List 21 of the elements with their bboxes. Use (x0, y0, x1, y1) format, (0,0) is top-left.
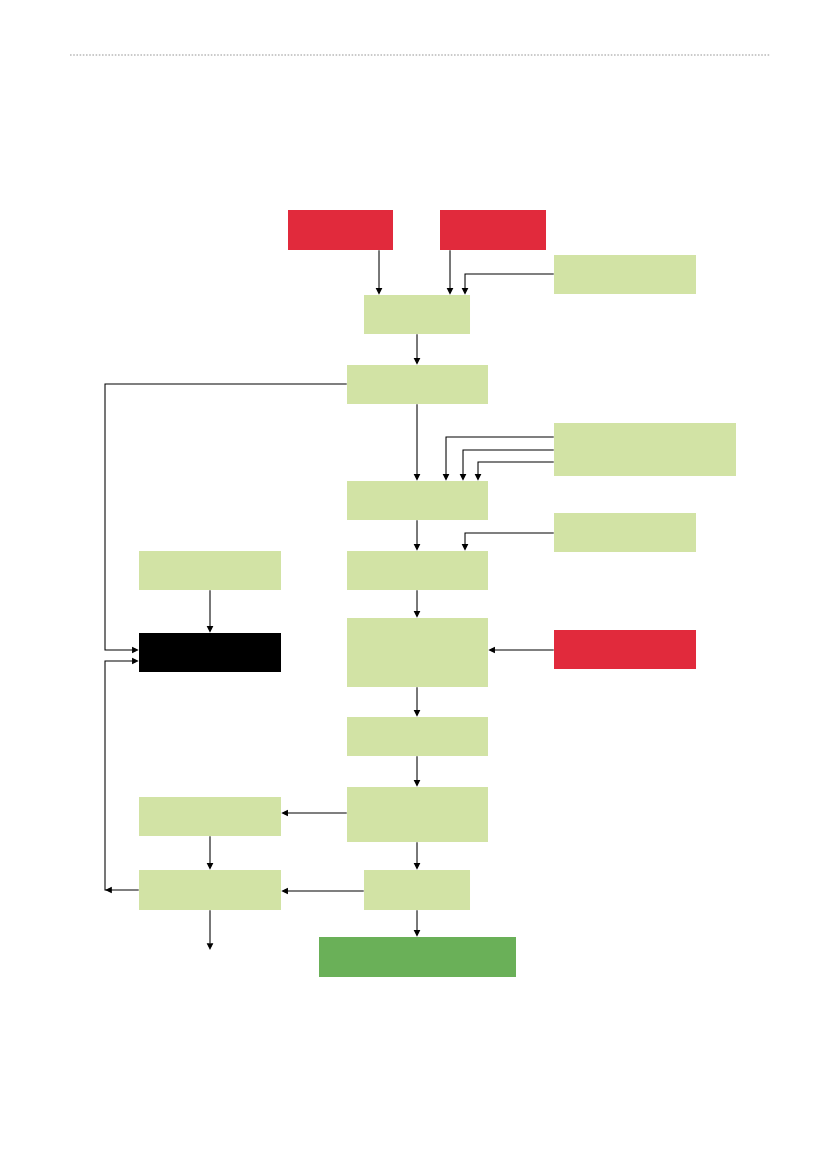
process-box (554, 423, 736, 476)
process-box (364, 295, 470, 334)
process-box (139, 870, 281, 910)
process-box (347, 717, 488, 756)
arrow (104, 657, 140, 894)
process-box (288, 210, 393, 250)
process-box (347, 481, 488, 520)
process-box (347, 365, 488, 404)
process-box (347, 618, 488, 687)
process-box (347, 787, 488, 842)
process-box (554, 630, 696, 669)
process-box (554, 255, 696, 294)
process-box (139, 551, 281, 590)
process-box (440, 210, 546, 250)
process-box (364, 870, 470, 910)
process-box (139, 633, 281, 672)
process-box (139, 797, 281, 836)
process-box (319, 937, 516, 977)
arrow (104, 383, 348, 654)
process-box (347, 551, 488, 590)
process-box (554, 513, 696, 552)
